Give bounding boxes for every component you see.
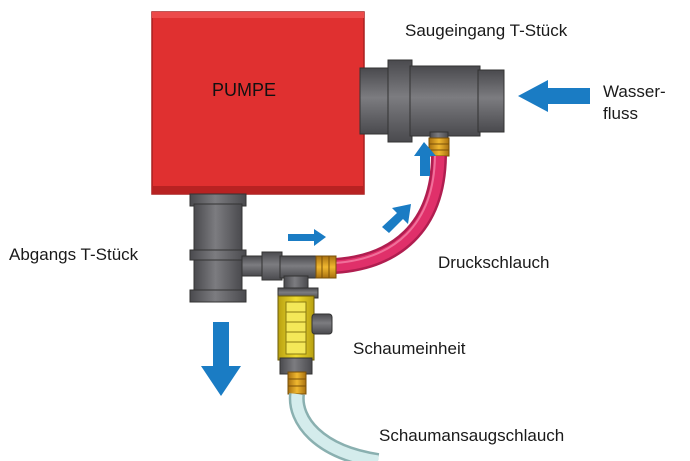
pressure-hose-label: Druckschlauch [438, 253, 550, 272]
flow-arrow-up-icon [414, 142, 436, 176]
brass-connector-hose [315, 255, 337, 279]
outlet-tee-pipe [189, 193, 247, 303]
foam-unit-label: Schaumeinheit [353, 339, 466, 358]
pressure-hose [334, 155, 447, 274]
pump-label: PUMPE [212, 80, 277, 100]
brass-connector-foam [287, 371, 307, 395]
foam-suction-hose-label: Schaumansaugschlauch [379, 426, 565, 445]
outlet-tee-label: Abgangs T-Stück [9, 245, 139, 264]
foam-unit [277, 287, 333, 375]
flow-arrow-right-icon [288, 229, 326, 246]
foam-suction-hose [288, 393, 380, 461]
water-flow-label-line2: fluss [603, 104, 638, 123]
suction-inlet-label: Saugeingang T-Stück [405, 21, 568, 40]
outlet-arrow-down-icon [201, 322, 241, 396]
branch-pipe [241, 251, 317, 291]
suction-tee-fitting [359, 59, 505, 143]
water-flow-label-line1: Wasser- [603, 82, 666, 101]
water-flow-arrow-icon [518, 80, 590, 112]
pump-body [151, 11, 365, 195]
flow-arrow-diagonal-icon [382, 204, 411, 233]
